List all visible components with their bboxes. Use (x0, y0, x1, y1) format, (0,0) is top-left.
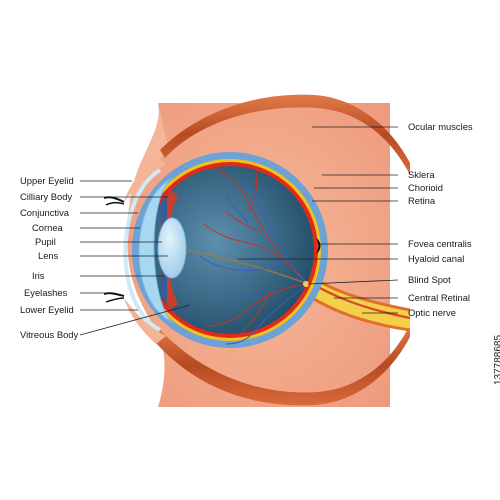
label-chorioid: Chorioid (408, 182, 443, 193)
label-eyelashes: Eyelashes (24, 287, 68, 298)
eyelash-lower-2 (105, 297, 125, 303)
label-sklera: Sklera (408, 169, 435, 180)
right-labels: Ocular muscles Sklera Chorioid Retina Fo… (408, 121, 473, 318)
label-blind-spot: Blind Spot (408, 274, 451, 285)
label-retina: Retina (408, 195, 436, 206)
label-cilliary-body: Cilliary Body (20, 191, 72, 202)
eyelash-lower (103, 292, 125, 297)
left-labels: Upper Eyelid Cilliary Body Conjunctiva C… (20, 175, 79, 340)
label-conjunctiva: Conjunctiva (20, 207, 70, 218)
label-optic-nerve: Optic nerve (408, 307, 456, 318)
label-lower-eyelid: Lower Eyelid (20, 304, 74, 315)
label-upper-eyelid: Upper Eyelid (20, 175, 74, 186)
left-leader-lines (79, 180, 191, 336)
blind-spot (303, 281, 309, 287)
fovea-centralis (316, 238, 321, 254)
label-iris: Iris (32, 270, 45, 281)
lens (157, 217, 187, 279)
eyelash-upper (103, 196, 125, 203)
upper-eyelid (124, 156, 166, 202)
eyelash-upper-2 (105, 201, 125, 206)
cornea (138, 177, 173, 323)
retinal-vessels (199, 167, 309, 345)
label-fovea-centralis: Fovea centralis (408, 238, 472, 249)
label-central-retinal: Central Retinal (408, 292, 470, 303)
vitreous-body (146, 166, 314, 334)
label-ocular-muscles: Ocular muscles (408, 121, 473, 132)
ocular-muscle-lower (155, 325, 410, 406)
label-lens: Lens (38, 250, 59, 261)
lower-eyelid (124, 298, 166, 344)
stock-id: 137788685 (493, 334, 500, 385)
hyaloid-canal (185, 249, 309, 285)
label-vitreous-body: Vitreous Body (20, 329, 79, 340)
label-hyaloid-canal: Hyaloid canal (408, 253, 464, 264)
ocular-muscle-upper (160, 94, 410, 175)
right-leader-lines (238, 126, 399, 314)
label-cornea: Cornea (32, 222, 64, 233)
label-pupil: Pupil (35, 236, 56, 247)
